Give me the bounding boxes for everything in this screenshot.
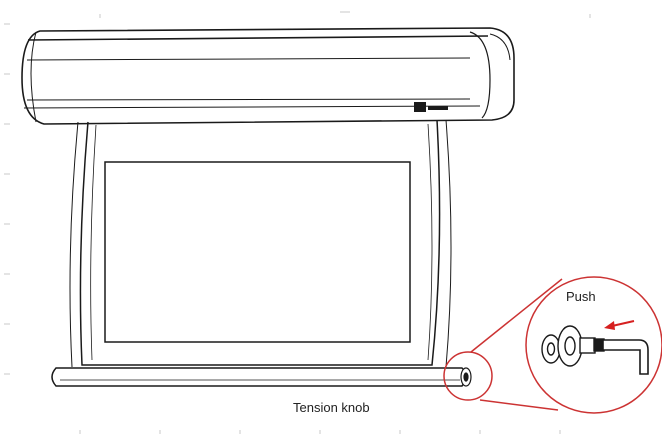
page-tick-marks bbox=[4, 11, 591, 434]
roller-housing bbox=[21, 27, 515, 125]
callout-magnified-circle bbox=[525, 276, 662, 414]
callout bbox=[443, 276, 662, 414]
allen-key-icon bbox=[602, 339, 649, 375]
push-direction-arrow-icon bbox=[604, 320, 635, 330]
callout-small-circle bbox=[443, 351, 493, 401]
push-label: Push bbox=[566, 289, 596, 304]
bottom-bar bbox=[51, 367, 467, 387]
magnified-knob bbox=[541, 325, 605, 367]
tension-knob-icon bbox=[460, 367, 472, 387]
housing-label-plate bbox=[414, 102, 448, 112]
viewing-area bbox=[104, 161, 411, 343]
tension-knob-label: Tension knob bbox=[293, 400, 370, 415]
screen-fabric bbox=[69, 119, 452, 368]
